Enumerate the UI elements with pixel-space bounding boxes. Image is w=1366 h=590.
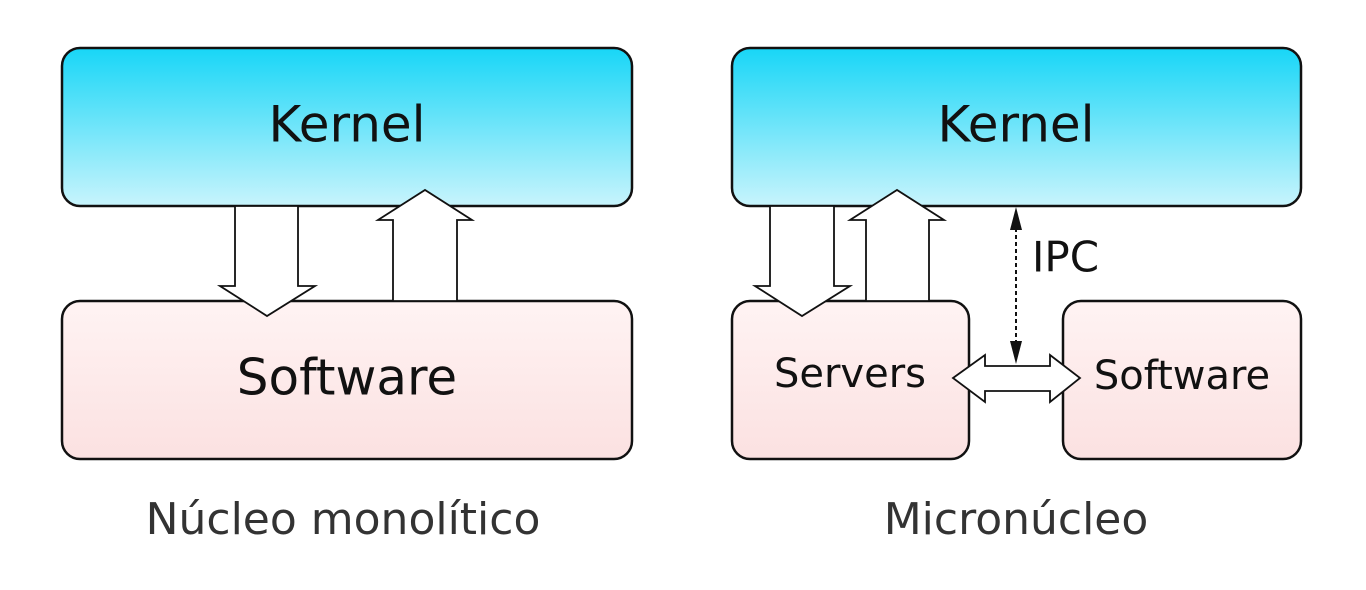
monolithic-down-arrow-icon [216, 205, 319, 318]
microkernel-servers-label: Servers [774, 351, 926, 397]
microkernel-up-arrow-icon [846, 188, 948, 302]
microkernel-caption: Micronúcleo [884, 494, 1149, 545]
microkernel-kernel-box [730, 46, 1303, 208]
monolithic-kernel-label: Kernel [268, 96, 425, 154]
monolithic-up-arrow-icon [374, 188, 476, 302]
microkernel-down-arrow-icon [751, 205, 854, 318]
microkernel-diagram: Kernel Servers Software IPC [730, 46, 1303, 461]
ipc-label: IPC [1032, 233, 1099, 282]
monolithic-diagram: Kernel Software [60, 46, 634, 461]
microkernel-kernel-label: Kernel [937, 96, 1094, 154]
monolithic-caption: Núcleo monolítico [146, 494, 541, 545]
ipc-vertical-arrow-icon [1010, 207, 1022, 364]
monolithic-software-box [60, 299, 634, 461]
ipc-horizontal-double-arrow-icon [951, 353, 1082, 404]
microkernel-software-label: Software [1094, 353, 1270, 399]
monolithic-kernel-box [60, 46, 634, 208]
monolithic-software-label: Software [237, 349, 457, 407]
